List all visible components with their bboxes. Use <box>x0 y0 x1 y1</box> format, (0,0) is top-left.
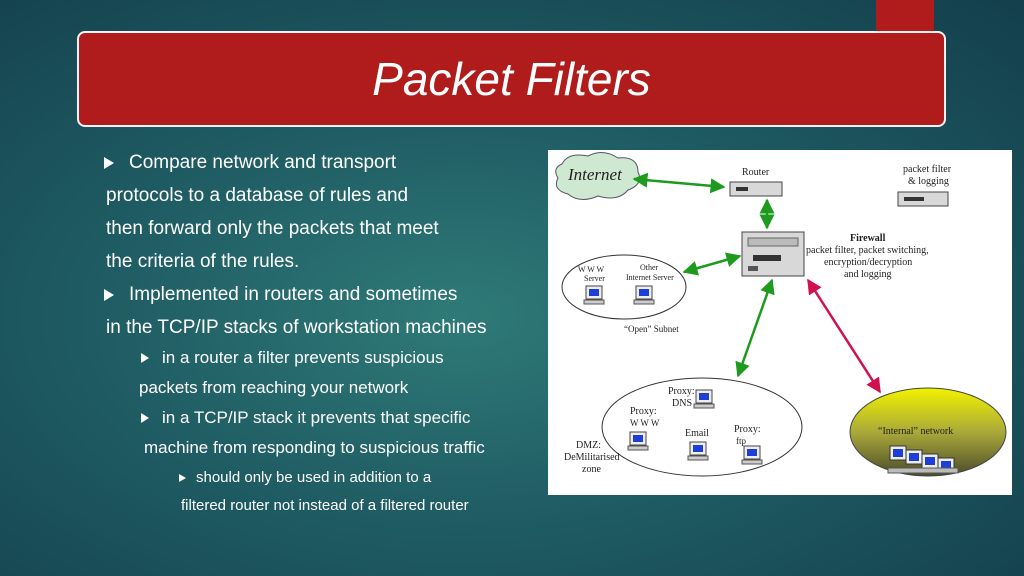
bullet-arrow-icon <box>141 413 149 423</box>
proxy-ftp-label-2: ftp <box>736 436 746 446</box>
proxy-ftp-label-1: Proxy: <box>734 424 761 435</box>
www-server-label-1: W W W <box>578 265 605 274</box>
bullet-arrow-icon <box>104 289 114 301</box>
bullet-text: in a TCP/IP stack it prevents that speci… <box>162 408 471 427</box>
logging-server-icon: packet filter & logging <box>897 164 952 207</box>
logging-label-1: packet filter <box>903 164 952 175</box>
proxy-dns-computer-icon <box>693 389 715 409</box>
www-server-computer-icon <box>583 285 605 305</box>
bullet-arrow-icon <box>104 157 114 169</box>
proxy-dns-label-1: Proxy: <box>668 386 695 397</box>
internal-computers-icon <box>887 445 959 474</box>
bullet-text: then forward only the packets that meet <box>106 218 439 239</box>
firewall-dmz-link <box>735 278 775 378</box>
bullet-text: in a router a filter prevents suspicious <box>162 348 444 367</box>
firewall-desc-3: and logging <box>844 269 892 280</box>
router-label: Router <box>742 167 770 178</box>
bullet-text: in the TCP/IP stacks of workstation mach… <box>106 317 487 338</box>
other-server-label-1: Other <box>640 263 659 272</box>
proxy-dns-label-2: DNS <box>672 398 692 409</box>
bullet-text: packets from reaching your network <box>139 378 409 397</box>
www-server-label-2: Server <box>584 274 605 283</box>
proxy-www-label-2: W W W <box>630 418 660 428</box>
open-subnet-label: “Open” Subnet <box>624 324 679 334</box>
internet-router-link <box>632 172 726 194</box>
accent-tab <box>876 0 934 32</box>
internet-cloud-icon: Internet <box>555 152 641 200</box>
proxy-ftp-computer-icon <box>741 445 763 465</box>
logging-label-2: & logging <box>908 176 949 187</box>
bullet-text: protocols to a database of rules and <box>106 185 409 206</box>
bullet-text: Compare network and transport <box>129 152 397 173</box>
dmz-label-2: DeMilitarised <box>564 452 620 463</box>
bullet-list: Compare network and transport protocols … <box>0 0 560 576</box>
title-banner: Packet Filters <box>77 31 946 127</box>
proxy-www-label-1: Proxy: <box>630 406 657 417</box>
bullet-text: should only be used in addition to a <box>196 469 432 486</box>
firewall-open-subnet-link <box>682 252 742 276</box>
bullet-text: Implemented in routers and sometimes <box>129 284 458 305</box>
slide-title: Packet Filters <box>372 53 651 105</box>
firewall-server-icon <box>741 231 805 277</box>
bullet-arrow-icon <box>141 353 149 363</box>
email-label: Email <box>685 428 709 439</box>
internal-network-label: “Internal” network <box>878 426 953 437</box>
dmz-label-1: DMZ: <box>576 440 601 451</box>
other-server-computer-icon <box>633 285 655 305</box>
proxy-www-computer-icon <box>627 431 649 451</box>
bullet-arrow-icon <box>179 474 186 482</box>
internet-label: Internet <box>567 165 623 184</box>
firewall-desc-2: encryption/decryption <box>824 257 912 268</box>
bullet-text: filtered router not instead of a filtere… <box>181 497 469 514</box>
internal-network-icon: “Internal” network <box>849 387 1007 477</box>
other-server-label-2: Internet Server <box>626 273 674 282</box>
bullet-text: the criteria of the rules. <box>106 251 300 272</box>
firewall-title: Firewall <box>850 233 886 244</box>
dmz-label-3: zone <box>582 464 601 475</box>
email-computer-icon <box>687 441 709 461</box>
bullet-text: machine from responding to suspicious tr… <box>144 438 485 457</box>
firewall-desc-1: packet filter, packet switching, <box>806 245 929 256</box>
firewall-internal-link <box>806 278 882 394</box>
network-diagram: Internet Router packet filter & logging … <box>548 150 1012 495</box>
router-icon: Router <box>729 167 783 197</box>
